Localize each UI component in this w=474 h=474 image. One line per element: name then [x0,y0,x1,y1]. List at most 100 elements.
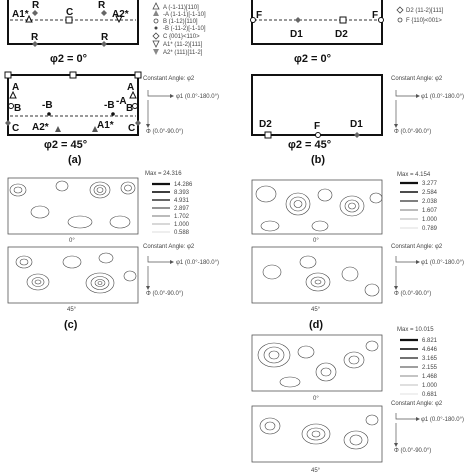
max-label: Max = 24.316 [145,171,182,177]
odf-contour-phi2-0: 0° [7,177,139,244]
level-value: 1.468 [422,374,438,380]
constant-angle-label: Constant Angle: φ2 [391,401,443,407]
phi1-axis-label: φ1 (0.0°-180.0°) [176,94,219,100]
legend-entry: D2 (11-2)[111] [406,8,444,14]
legend-entry: -B (-11-2)[-1-10] [163,26,206,32]
mark-a2-star: A2* [32,122,49,133]
mark-a1-star: A1* [97,120,114,131]
section-angle-label: 0° [313,396,319,402]
mark-minus-a: -A [116,96,127,107]
phi-axis-label: Φ (0.0°-90.0°) [146,129,183,135]
panel-caption: (a) [68,154,82,166]
diamond-marker-icon [152,32,160,40]
triangle-marker-icon [115,15,123,24]
triangle-marker-icon [129,90,137,99]
panel-c: Max = 24.316 14.286 8.393 4.931 2.897 1.… [7,171,219,331]
legend-entry: C {001}<110> [163,34,200,40]
mark-r: R [31,32,39,43]
section-angle-label: 45° [67,307,77,313]
mark-r: R [32,0,40,11]
phi2-label: φ2 = 0° [294,53,331,65]
legend-entry: -A (1-1-1)[-1-10] [163,12,206,18]
square-marker-icon [69,71,77,79]
legend-entry: A2* (111)[11-2] [163,50,203,56]
dot-marker-icon [111,112,115,116]
arrow-right-icon [170,94,174,98]
dot-marker-icon [47,112,51,116]
odf-contour-phi2-45: 45° [251,405,383,474]
level-legend-e: Max = 10.015 6.821 4.646 3.165 2.155 1.4… [397,327,438,398]
section-angle-label: 0° [313,238,319,244]
legend-a: A (-1-11)[110] -A (1-1-1)[-1-10] B (1-12… [152,2,206,56]
odf-contour-phi2-45: 45° (c) [7,246,139,331]
arrow-right-icon [170,260,174,264]
mark-f: F [314,121,320,132]
arrow-right-icon [416,260,420,264]
axis-note-a: Constant Angle: φ2 φ1 (0.0°-180.0°) Φ (0… [143,76,219,135]
mark-b: B [14,103,21,114]
mark-a2-star: A2* [112,9,129,20]
odf-section-phi2-45: D2 F D1 φ2 = 45° (b) [251,74,383,166]
arrow-down-icon [394,124,398,128]
mark-d2: D2 [335,29,348,40]
level-value: 1.702 [174,214,190,220]
mark-d1: D1 [350,119,363,130]
panel-caption: (d) [309,319,323,331]
circle-marker-icon [378,17,384,23]
phi-axis-label: Φ (0.0°-90.0°) [146,291,183,297]
panel-a: R R C A1* A2* R R φ2 = 0° A (-1-11)[110]… [4,0,219,166]
level-value: 2.584 [422,190,438,196]
level-value: 3.165 [422,356,438,362]
phi1-axis-label: φ1 (0.0°-180.0°) [421,260,464,266]
diamond-marker-icon [396,6,404,14]
triangle-marker-icon [55,126,61,132]
circle-marker-icon [315,132,321,138]
diamond-marker-icon [135,120,141,126]
legend-entry: F {110}<001> [406,18,442,24]
level-value: 2.155 [422,365,438,371]
axis-note-e: Constant Angle: φ2 φ1 (0.0°-180.0°) Φ (0… [391,401,464,454]
level-value: 14.286 [174,182,193,188]
level-value: 2.038 [422,199,438,205]
circle-marker-icon [8,103,14,109]
triangle-marker-icon [92,126,98,132]
level-value: 1.607 [422,208,438,214]
mark-f: F [256,10,262,21]
diamond-marker-icon [101,41,107,47]
mark-r: R [98,0,106,11]
level-legend-d: Max = 4.154 3.277 2.584 2.038 1.607 1.00… [397,172,438,232]
diamond-marker-icon [5,120,11,126]
mark-f: F [372,10,378,21]
diamond-marker-icon [295,17,301,23]
odf-contour-phi2-45: 45° (d) [251,246,383,331]
triangle-marker-icon [152,40,160,48]
square-marker-icon [264,131,272,139]
level-value: 3.277 [422,181,438,187]
phi2-label: φ2 = 45° [288,139,331,151]
diamond-marker-icon [32,41,38,47]
max-label: Max = 4.154 [397,172,431,178]
level-value: 0.588 [174,230,190,236]
phi1-axis-label: φ1 (0.0°-180.0°) [421,417,464,423]
arrow-down-icon [146,286,150,290]
odf-contour-phi2-0: 0° [251,334,383,402]
diamond-marker-icon [354,132,360,138]
legend-entry: B (1-12)[110] [163,19,198,25]
level-value: 4.646 [422,347,438,353]
arrow-down-icon [394,286,398,290]
mark-c: C [66,7,73,18]
section-angle-label: 45° [311,307,321,313]
phi-axis-label: Φ (0.0°-90.0°) [394,291,431,297]
mark-a1-star: A1* [12,9,29,20]
level-value: 8.393 [174,190,190,196]
circle-marker-icon [250,17,256,23]
mark-b: B [126,103,133,114]
circle-marker-icon [397,17,403,23]
phi-axis-label: Φ (0.0°-90.0°) [394,129,431,135]
mark-r: R [101,32,109,43]
level-value: 2.897 [174,206,190,212]
triangle-marker-icon [25,14,33,23]
constant-angle-label: Constant Angle: φ2 [391,76,443,82]
diamond-marker-icon [101,10,107,16]
